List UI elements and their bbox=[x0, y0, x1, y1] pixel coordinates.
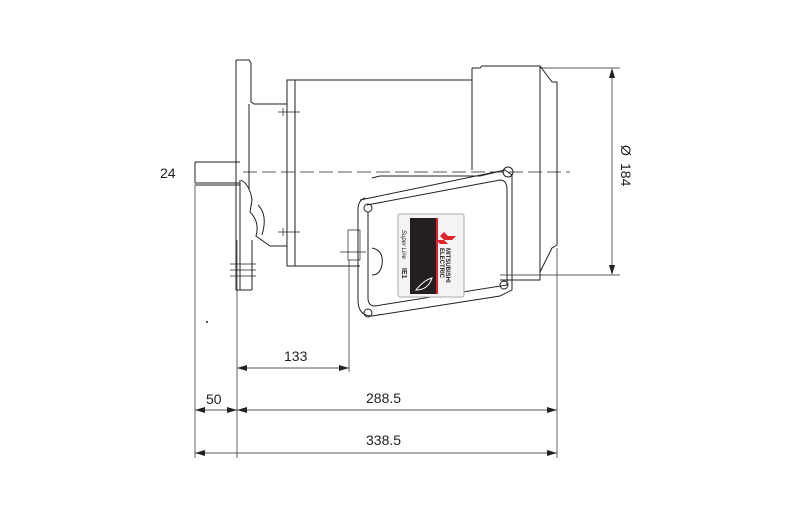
leaf-icon bbox=[414, 277, 433, 291]
dimension-lines bbox=[194, 67, 620, 458]
motor-outline bbox=[194, 59, 570, 318]
brand-text: MITSUBISHI bbox=[444, 248, 450, 283]
series-text: Super Line bbox=[400, 230, 406, 260]
diameter-symbol: Ø bbox=[618, 145, 634, 156]
dim-diameter: 184 bbox=[618, 163, 634, 187]
dim-body-length: 288.5 bbox=[366, 390, 401, 406]
dim-flange-to-box: 133 bbox=[284, 348, 308, 364]
dim-shaft-length: 50 bbox=[206, 391, 222, 407]
series-suffix: IE1 bbox=[400, 268, 407, 279]
brand-text-2: ELECTRIC bbox=[438, 248, 444, 279]
dim-overall-length: 338.5 bbox=[366, 432, 401, 448]
dim-shaft-height: 24 bbox=[160, 165, 176, 181]
nameplate: MITSUBISHI ELECTRIC Super Line IE1 bbox=[397, 213, 465, 298]
mitsubishi-logo-icon bbox=[436, 232, 456, 244]
